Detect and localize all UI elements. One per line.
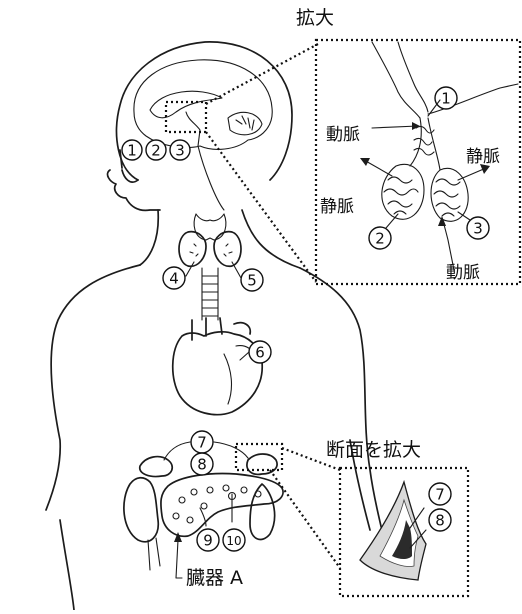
- trachea: [202, 268, 218, 320]
- number-marker-2-face: 2: [146, 140, 166, 160]
- leader-6: [240, 352, 249, 360]
- leader-4: [186, 262, 194, 276]
- number-marker-4: 4: [163, 267, 185, 289]
- brain-small: [134, 60, 272, 210]
- number-4: 4: [169, 270, 179, 288]
- leader-line-bottom: [206, 132, 316, 282]
- number-marker-10: 10: [223, 529, 245, 551]
- organ-a-label: 臓器 A: [186, 567, 243, 589]
- vein-label-right: 静脈: [466, 147, 500, 167]
- number-3: 3: [175, 142, 185, 160]
- number-8: 8: [197, 456, 207, 474]
- leader-line-top: [206, 44, 318, 104]
- artery-label-left: 動脈: [326, 125, 360, 145]
- number-1-enlarged: 1: [441, 90, 451, 108]
- number-marker-2-enlarged: 2: [369, 227, 391, 249]
- number-1: 1: [127, 142, 137, 160]
- number-marker-1-enlarged: 1: [435, 87, 457, 109]
- number-marker-8-section: 8: [429, 509, 451, 531]
- cross-section-label: 断面を拡大: [326, 439, 421, 461]
- adrenal-leader-bottom: [270, 470, 340, 568]
- number-marker-8: 8: [191, 453, 213, 475]
- number-marker-5: 5: [241, 269, 263, 291]
- number-7: 7: [197, 434, 207, 452]
- number-8-section: 8: [435, 512, 445, 530]
- number-7-section: 7: [435, 486, 445, 504]
- number-marker-6: 6: [249, 341, 271, 363]
- number-3-enlarged: 3: [473, 220, 483, 238]
- number-marker-3-face: 3: [170, 140, 190, 160]
- thyroid-gland: [179, 214, 241, 266]
- heart: [173, 318, 262, 415]
- leader-1-enlarged: [428, 100, 440, 116]
- number-marker-7: 7: [191, 431, 213, 453]
- number-10: 10: [226, 534, 241, 548]
- number-5: 5: [247, 272, 257, 290]
- number-marker-7-section: 7: [429, 483, 451, 505]
- number-6: 6: [255, 344, 265, 362]
- enlarge-label: 拡大: [296, 7, 334, 29]
- number-marker-9: 9: [197, 529, 219, 551]
- leader-7: [164, 442, 190, 460]
- leader-5: [232, 262, 241, 278]
- vein-label-left: 静脈: [320, 197, 354, 217]
- number-marker-1-face: 1: [122, 140, 142, 160]
- adrenal-cross-section: [360, 482, 426, 580]
- number-2: 2: [151, 142, 161, 160]
- adrenal-highlight-box: [236, 444, 282, 470]
- artery-label-bottom: 動脈: [446, 263, 480, 283]
- number-2-enlarged: 2: [375, 230, 385, 248]
- number-9: 9: [203, 532, 213, 550]
